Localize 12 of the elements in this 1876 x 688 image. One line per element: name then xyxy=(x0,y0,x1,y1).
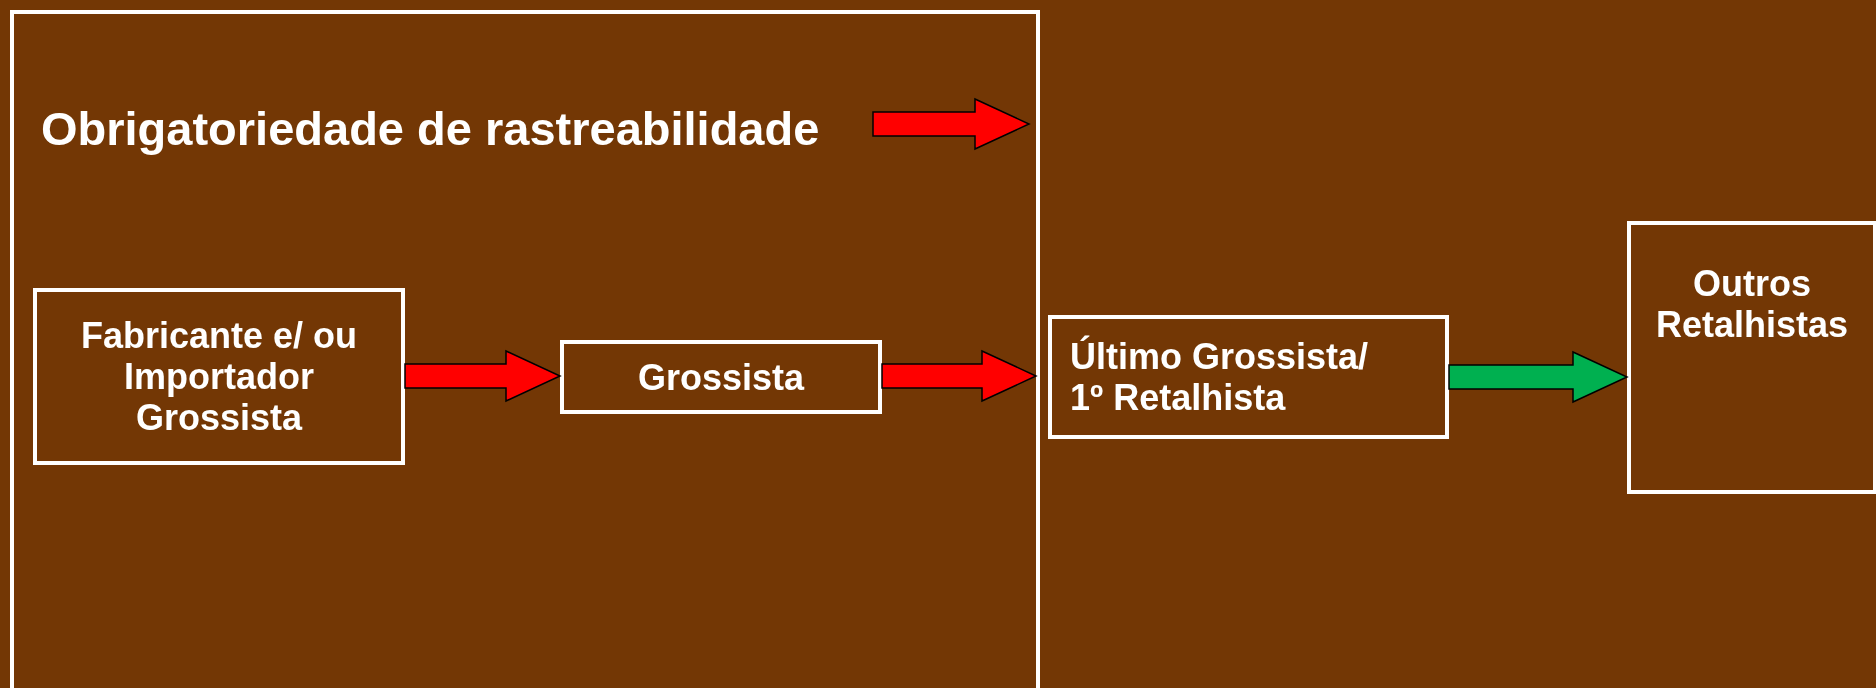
box-label: Grossista xyxy=(637,356,805,398)
block-arrow xyxy=(404,349,562,403)
process-box xyxy=(33,288,405,465)
block-arrow xyxy=(881,349,1038,403)
process-box xyxy=(1048,315,1449,439)
frame-heading: Obrigatoriedade de rastreabilidade xyxy=(41,102,820,156)
block-arrow xyxy=(1448,350,1629,404)
box-label: Fabricante e/ ou Importador Grossista xyxy=(79,315,359,438)
process-box xyxy=(1627,221,1876,494)
box-label: Outros Retalhistas xyxy=(1654,263,1850,345)
process-box xyxy=(560,340,882,414)
box-label: Último Grossista/ 1º Retalhista xyxy=(1070,336,1370,418)
